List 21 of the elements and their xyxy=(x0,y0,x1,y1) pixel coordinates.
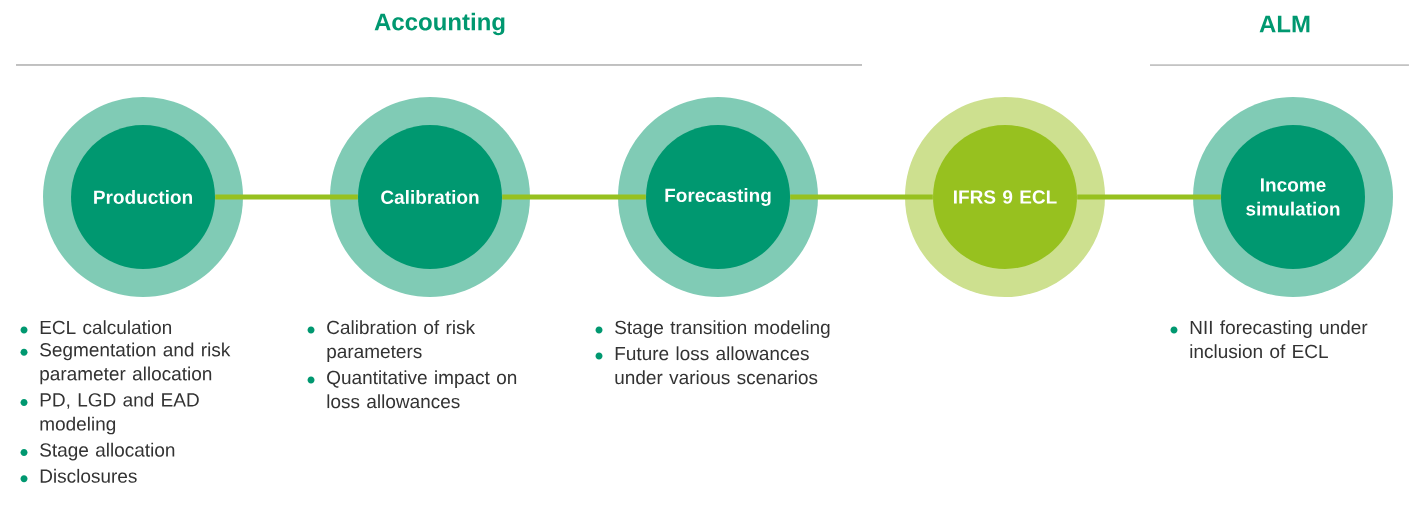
bullet-item: Stage transition modeling xyxy=(595,320,830,338)
circle-node: Income simulation xyxy=(1193,97,1393,297)
connector-line xyxy=(215,194,358,200)
section-heading: ALM xyxy=(1259,15,1310,33)
circle-node: Production xyxy=(43,97,243,297)
bullet-item: Stage allocation xyxy=(20,442,175,461)
circle-node: Forecasting xyxy=(618,97,818,297)
bullet-item: PD, LGD and EAD modeling xyxy=(20,392,199,435)
circle-node: IFRS 9 ECL xyxy=(905,97,1105,297)
circle-node: Calibration xyxy=(330,97,530,297)
bullet-item: Quantitative impact on loss allowances xyxy=(307,370,517,409)
connector-line xyxy=(502,194,646,200)
bullet-item: Segmentation and risk parameter allocation xyxy=(20,342,231,385)
connector-line xyxy=(1077,194,1221,200)
bullet-item: Future loss allowances under various scenarios xyxy=(595,346,818,385)
bullet-item: ECL calculation xyxy=(20,320,171,335)
bullet-item: Calibration of risk parameters xyxy=(307,320,476,362)
bullet-item: NII forecasting under inclusion of ECL xyxy=(1170,320,1368,359)
section-heading: Accounting xyxy=(374,12,505,36)
connector-line xyxy=(790,194,933,200)
bullet-item: Disclosures xyxy=(20,468,137,483)
